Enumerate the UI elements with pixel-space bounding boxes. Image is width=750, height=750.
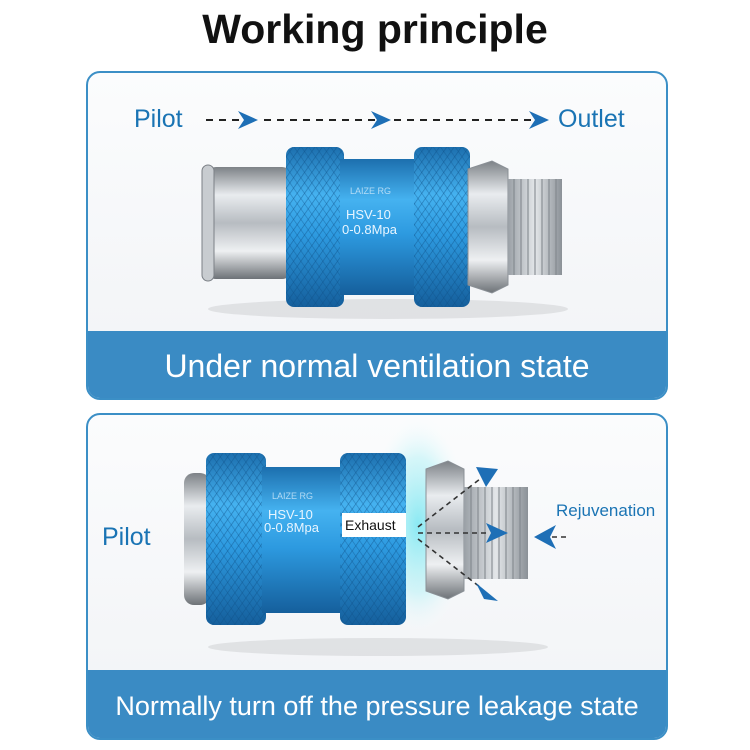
brand-mark: LAIZE RG: [272, 491, 313, 501]
normal-ventilation-caption: Under normal ventilation state: [88, 331, 666, 398]
pressure-leakage-caption: Normally turn off the pressure leakage s…: [88, 670, 666, 738]
page-title: Working principle: [202, 6, 548, 52]
model-marking: HSV-10: [268, 507, 313, 522]
exhaust-label: Exhaust: [342, 513, 406, 537]
pressure-leakage-panel: LAIZE RG HSV-10 0-0.8Mpa Pilot Exhaust R…: [86, 413, 668, 740]
pressure-marking: 0-0.8Mpa: [342, 222, 398, 237]
normal-ventilation-panel: LAIZE RG HSV-10 0-0.8Mpa Pilot Outlet Un…: [86, 71, 668, 400]
valve-photo-closed: LAIZE RG HSV-10 0-0.8Mpa: [184, 415, 566, 656]
pressure-marking: 0-0.8Mpa: [264, 520, 320, 535]
model-marking: HSV-10: [346, 207, 391, 222]
brand-mark: LAIZE RG: [350, 186, 391, 196]
outlet-label: Outlet: [558, 105, 625, 133]
rejuvenation-label: Rejuvenation: [556, 501, 656, 520]
pilot-label: Pilot: [102, 523, 151, 551]
valve-photo-open: LAIZE RG HSV-10 0-0.8Mpa: [201, 111, 568, 319]
pilot-label: Pilot: [134, 105, 183, 133]
